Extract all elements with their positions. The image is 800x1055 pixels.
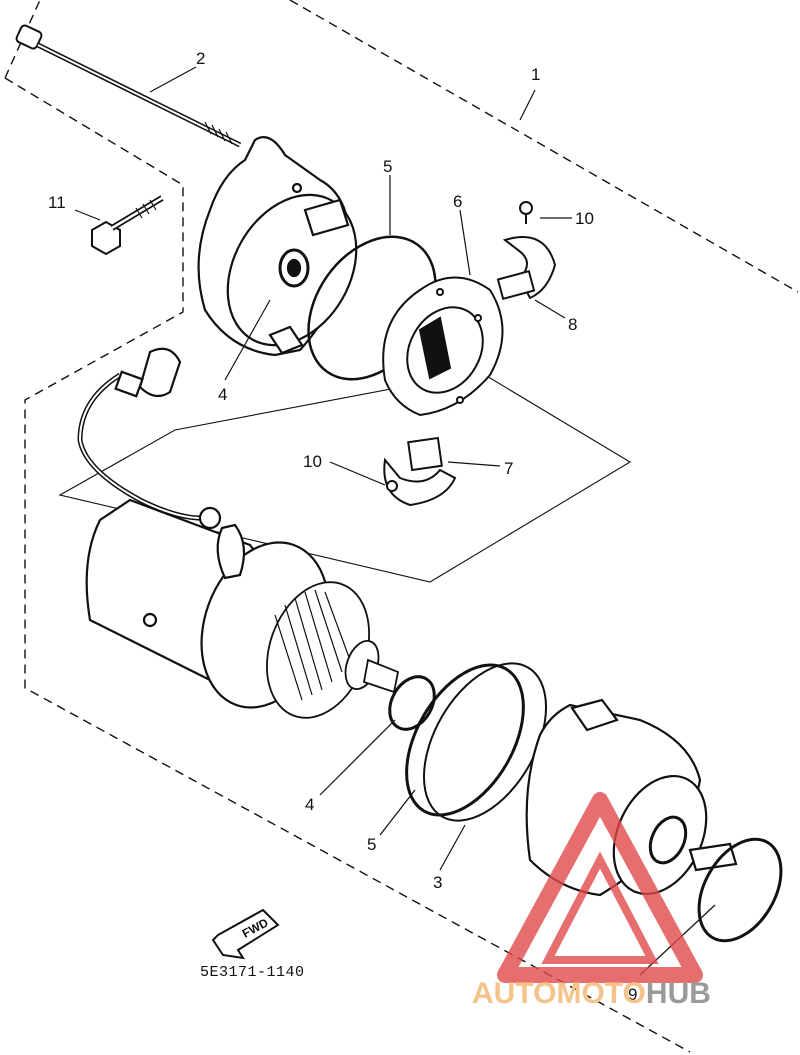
callout-5-lower: 5	[367, 835, 376, 854]
o-ring-front	[697, 837, 783, 943]
callout-9: 9	[628, 985, 637, 1004]
callout-4-upper: 4	[218, 385, 227, 404]
watermark-part2: HUB	[646, 977, 711, 1010]
brush-lower	[383, 436, 457, 507]
callout-5-upper: 5	[383, 157, 392, 176]
callout-1: 1	[531, 65, 540, 84]
brush-upper	[496, 201, 557, 301]
assembly-boundary	[4, 0, 799, 1053]
watermark-logo-icon	[497, 792, 703, 983]
fwd-arrow: FWD	[211, 908, 280, 960]
part-code: 5E3171-1140	[200, 964, 305, 981]
callout-11: 11	[48, 193, 66, 212]
through-bolt	[15, 24, 242, 148]
gasket-ring	[422, 662, 548, 822]
o-ring-small	[388, 675, 436, 731]
watermark-text: AUTOMOTOHUB	[472, 977, 711, 1010]
armature	[266, 581, 400, 719]
callout-7: 7	[504, 459, 513, 478]
callout-10-upper: 10	[575, 209, 594, 228]
callout-3: 3	[433, 873, 442, 892]
rear-end-cover	[197, 136, 358, 357]
callout-6: 6	[453, 192, 462, 211]
callout-10-lower: 10	[303, 452, 322, 471]
brush-group-outline	[58, 371, 632, 583]
callout-4-lower: 4	[305, 795, 314, 814]
callout-labels: 1 2 3 4 4 5 5 6 7 8 9 10 10 11	[48, 49, 637, 1004]
callout-8: 8	[568, 315, 577, 334]
o-ring-lower	[405, 663, 525, 817]
brush-holder-plate	[382, 276, 504, 417]
lead-wire	[77, 347, 209, 521]
callout-2: 2	[196, 49, 205, 68]
flange-bolt	[91, 195, 164, 256]
watermark-part1: AUTOMOTO	[472, 977, 646, 1010]
